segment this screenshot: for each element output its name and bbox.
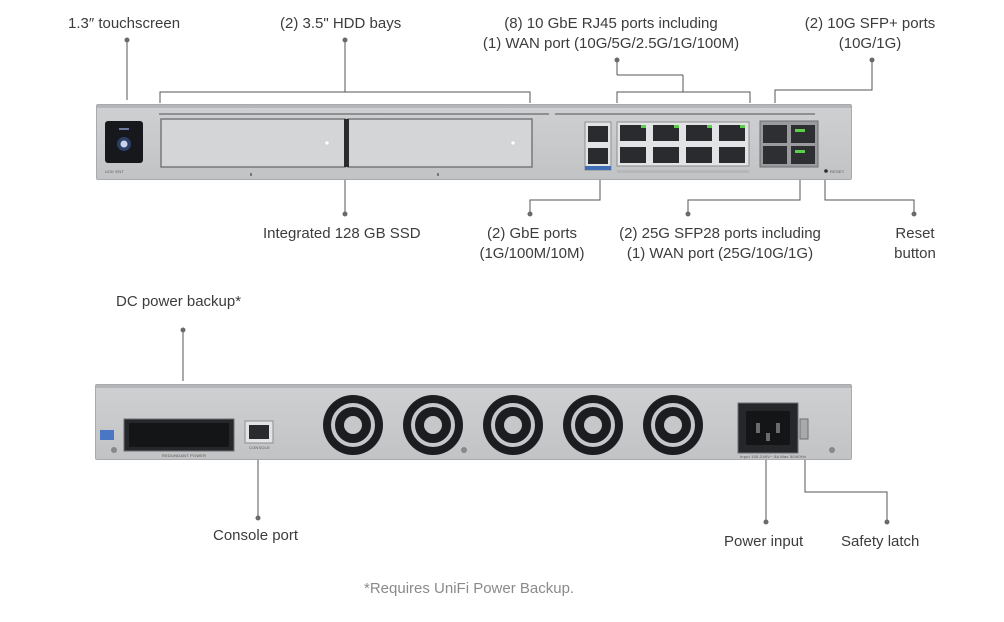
label-sfp28-line2: (1) WAN port (25G/10G/1G) xyxy=(626,245,814,262)
label-dc-power-backup: DC power backup* xyxy=(116,293,242,310)
label-reset-line2: button xyxy=(894,245,936,262)
label-hdd-bays: (2) 3.5" HDD bays xyxy=(280,15,402,32)
label-reset-button: Reset button xyxy=(870,224,960,264)
fan-vents xyxy=(323,395,703,455)
device-front-svg xyxy=(97,105,851,176)
dc-power-connector xyxy=(123,418,235,452)
hdd-bay-1 xyxy=(160,118,346,168)
power-rating-mark: Input 100-240V~ 5A Max 50/60Hz xyxy=(740,454,807,459)
touchscreen-icon xyxy=(105,121,143,163)
label-rj45-line1: (8) 10 GbE RJ45 ports including xyxy=(504,15,718,32)
label-safety-latch: Safety latch xyxy=(841,533,920,550)
label-gbe-line2: (1G/100M/10M) xyxy=(479,245,585,262)
gbe-ports xyxy=(584,121,612,171)
label-console-port: Console port xyxy=(213,527,299,544)
label-rj45-ports: (8) 10 GbE RJ45 ports including (1) WAN … xyxy=(470,14,752,54)
device-front-panel: UCK ENT RESET xyxy=(96,104,852,180)
label-power-input: Power input xyxy=(724,533,804,550)
power-input-socket xyxy=(737,402,799,454)
device-rear-panel: REDUNDANT POWER CONSOLE Input 100-240V~ … xyxy=(95,384,852,460)
label-sfp28-ports: (2) 25G SFP28 ports including (1) WAN po… xyxy=(610,224,830,264)
sfp-cages xyxy=(759,120,819,168)
label-ssd: Integrated 128 GB SSD xyxy=(263,225,421,242)
label-sfp-plus-ports: (2) 10G SFP+ ports (10G/1G) xyxy=(800,14,940,54)
device-model-label: UCK ENT xyxy=(105,169,124,174)
console-port xyxy=(244,420,274,444)
label-sfp28-line1: (2) 25G SFP28 ports including xyxy=(619,225,821,242)
label-touchscreen: 1.3″ touchscreen xyxy=(68,15,181,32)
footnote: *Requires UniFi Power Backup. xyxy=(364,580,575,597)
console-mark: CONSOLE xyxy=(249,445,270,450)
rj45-ports xyxy=(616,121,750,173)
redundant-power-mark: REDUNDANT POWER xyxy=(162,453,207,458)
safety-latch xyxy=(799,418,809,440)
label-rj45-line2: (1) WAN port (10G/5G/2.5G/1G/100M) xyxy=(482,35,740,52)
label-sfp-plus-line2: (10G/1G) xyxy=(838,35,902,52)
reset-mark: RESET xyxy=(830,169,845,174)
label-gbe-ports: (2) GbE ports (1G/100M/10M) xyxy=(462,224,602,264)
label-reset-line1: Reset xyxy=(895,225,935,242)
label-sfp-plus-line1: (2) 10G SFP+ ports xyxy=(804,15,936,32)
label-gbe-line1: (2) GbE ports xyxy=(486,225,578,242)
hdd-bay-2 xyxy=(347,118,533,168)
device-rear-svg xyxy=(96,385,851,455)
